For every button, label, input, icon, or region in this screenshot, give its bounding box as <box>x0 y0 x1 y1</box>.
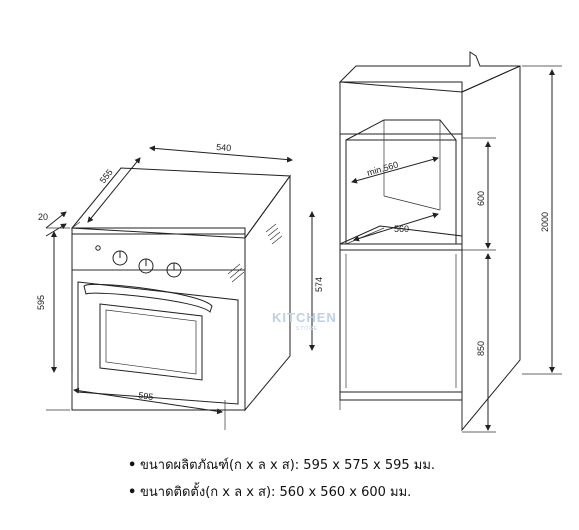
note-product-size: •ขนาดผลิตภัณฑ์(ก x ล x ส): 595 x 575 x 5… <box>128 452 568 479</box>
dim-niche-depth-560: 560 <box>394 224 409 234</box>
side-vents-lower <box>227 263 245 283</box>
watermark-brand: KITCHEN <box>272 310 337 325</box>
dim-panel-20: 20 <box>38 212 48 222</box>
installation-diagram: 555 540 20 595 574 595 KITCHEN STORE <box>36 51 562 433</box>
dim-niche-height-600: 600 <box>476 191 486 206</box>
note-install-size: •ขนาดติดตั้ง(ก x ล x ส): 560 x 560 x 600… <box>128 479 568 506</box>
dim-niche-min-560: min.560 <box>366 159 400 177</box>
oven-front-face <box>71 227 246 411</box>
note-text: ขนาดติดตั้ง(ก x ล x ส): 560 x 560 x 600 … <box>140 485 412 500</box>
oven-side-face <box>244 174 291 412</box>
oven-door <box>77 281 239 405</box>
door-handle <box>83 283 213 313</box>
knob-right <box>166 262 182 278</box>
dim-width-540: 540 <box>216 142 232 153</box>
cabinet-plinth <box>339 391 463 401</box>
dim-depth-555: 555 <box>98 167 115 185</box>
side-vents-upper <box>265 223 283 245</box>
cabinet-niche <box>345 139 457 245</box>
knob-left <box>112 250 128 266</box>
cabinet-lower-front <box>339 249 463 393</box>
cabinet-upper-front <box>339 81 463 135</box>
dim-inner-height-574: 574 <box>314 277 324 292</box>
dim-lower-height-850: 850 <box>476 341 486 356</box>
watermark-sub: STORE <box>296 326 318 332</box>
bullet: • <box>128 458 137 473</box>
dim-height-595: 595 <box>36 295 46 310</box>
bullet: • <box>128 485 137 500</box>
indicator-light <box>95 245 101 251</box>
control-panel <box>71 233 246 271</box>
oven-drawing: 555 540 20 595 574 595 <box>36 142 324 430</box>
dim-total-height-2000: 2000 <box>540 212 550 232</box>
cabinet-drawing: min.560 560 600 850 2000 <box>338 51 562 433</box>
cabinet-top-face <box>338 51 521 93</box>
knob-middle <box>138 258 154 274</box>
spec-notes: •ขนาดผลิตภัณฑ์(ก x ล x ส): 595 x 575 x 5… <box>128 452 568 506</box>
dim-width-595: 595 <box>138 390 154 402</box>
note-text: ขนาดผลิตภัณฑ์(ก x ล x ส): 595 x 575 x 59… <box>140 458 436 473</box>
door-window <box>99 303 203 381</box>
